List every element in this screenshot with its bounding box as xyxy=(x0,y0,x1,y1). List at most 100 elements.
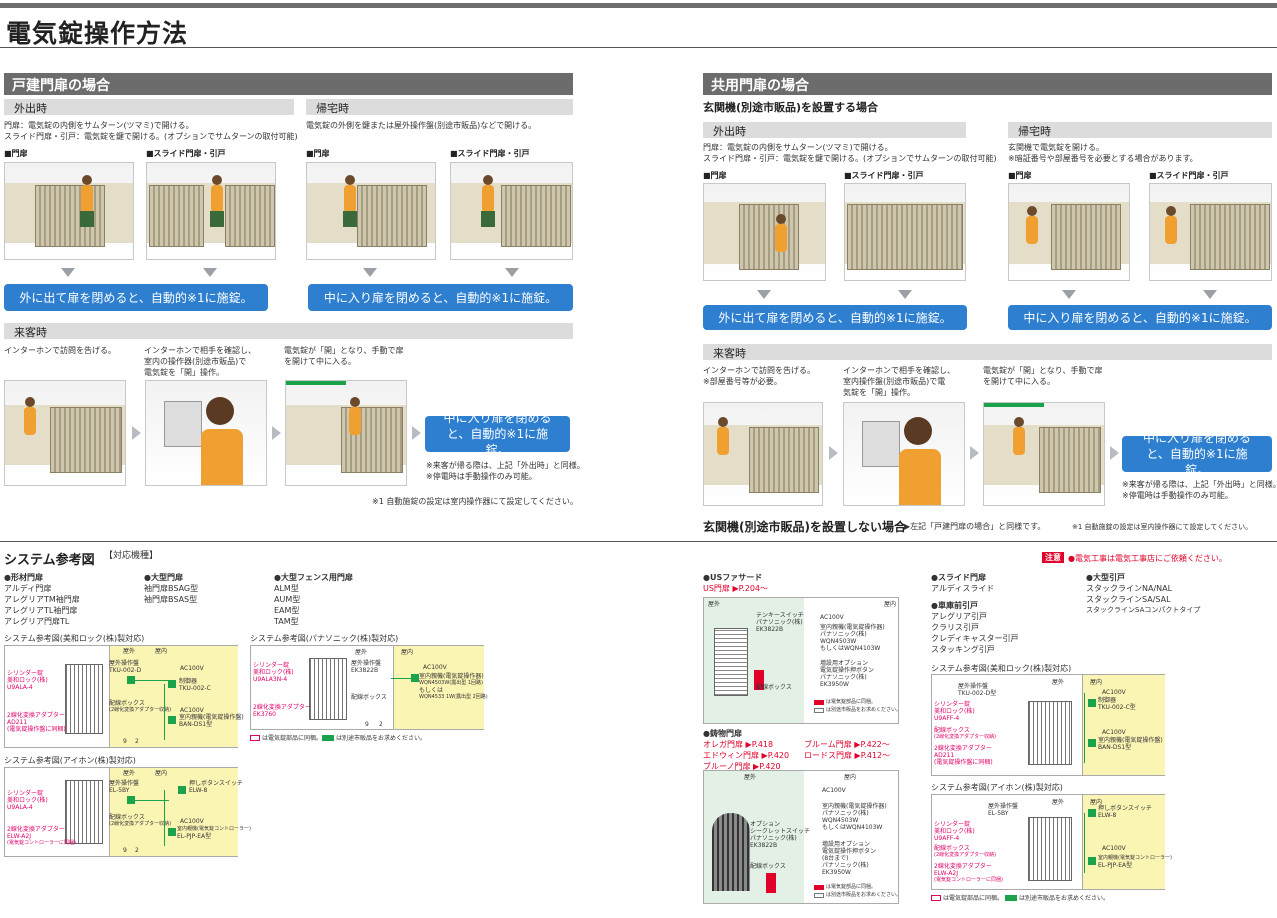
legend-1: は電気錠部品に同梱。 xyxy=(262,735,323,742)
section-shared: 共用門扉の場合 xyxy=(703,73,1272,95)
caption-slide: ■スライド門扉・引戸 xyxy=(450,149,530,158)
group-large-gate: ●大型門扉 袖門扉BSAG型 袖門扉BSAS型 xyxy=(144,573,199,604)
result-home-detached: 中に入り扉を閉めると、自動的※1に施錠。 xyxy=(308,284,573,311)
visitor-note-1: ※来客が帰る際は、上記「外出時」と同様。 xyxy=(426,461,585,470)
group-profile-gate: ●形材門扉 アルディ門扉 アレグリアTM袖門扉 アレグリアTL袖門扉 アレグリア… xyxy=(4,573,80,626)
arrow-down-icon xyxy=(505,268,519,277)
divider xyxy=(0,541,1277,542)
arrow-down-icon xyxy=(203,268,217,277)
caption-slide: ■スライド門扉・引戸 xyxy=(1149,171,1229,180)
label-out-shared: 外出時 xyxy=(703,122,966,138)
desc-out-shared-2: スライド門扉・引戸：電気錠を鍵で開ける。(オプションでサムターンの取付可能) xyxy=(703,154,997,163)
caption-gate: ■門扉 xyxy=(4,149,28,158)
caption-slide: ■スライド門扉・引戸 xyxy=(146,149,226,158)
diagram-us-facade: 屋外 屋内 テンキースイッチ パナソニック(株) EK3822B AC100V … xyxy=(703,597,901,724)
diagram-panasonic: 屋外 屋内 シリンダー錠 美和ロック(株) U9ALA3N-4 2線化変換アダプ… xyxy=(250,645,488,730)
visitor-shared-2b: 室内操作盤(別途市販品)で電 xyxy=(843,377,946,386)
photo-out-gate xyxy=(4,162,134,260)
arrow-down-icon xyxy=(757,290,771,299)
legend-pink-swatch xyxy=(250,735,260,741)
legend-2: は別途市販品をお求めください。 xyxy=(336,735,427,742)
photo-home-shared-gate xyxy=(1008,183,1130,281)
photo-visitor-2 xyxy=(145,380,267,486)
arrow-down-icon xyxy=(898,290,912,299)
result-out-shared: 外に出て扉を閉めると、自動的※1に施錠。 xyxy=(703,305,967,330)
caption-slide: ■スライド門扉・引戸 xyxy=(844,171,924,180)
desc-home-shared-2: ※暗証番号や部屋番号を必要とする場合があります。 xyxy=(1008,154,1198,163)
photo-home-slide xyxy=(450,162,573,260)
label-home-shared: 帰宅時 xyxy=(1008,122,1272,138)
photo-visitor-shared-2 xyxy=(843,402,965,506)
page-title: 電気錠操作方法 xyxy=(6,19,189,48)
caution-tag: 注意 xyxy=(1042,552,1064,563)
visitor-shared-2a: インターホンで相手を確認し、 xyxy=(843,366,955,375)
photo-out-slide xyxy=(146,162,276,260)
desc-home: 電気錠の外側を鍵または屋外操作盤(別途市販品)などで開ける。 xyxy=(306,121,537,130)
photo-out-shared-slide xyxy=(844,183,966,281)
desc-out-shared-1: 門扉：電気錠の内側をサムターン(ツマミ)で開ける。 xyxy=(703,143,893,152)
visitor-shared-1b: ※部屋番号等が必要。 xyxy=(703,377,782,386)
visitor-step-2c: 電気錠を「開」操作。 xyxy=(144,368,224,377)
arrow-right-icon xyxy=(829,446,838,460)
label-home-detached: 帰宅時 xyxy=(306,99,573,115)
diagram-title-aiphone-r: システム参考図(アイホン(株)製対応) xyxy=(931,783,1063,792)
desc-out-1: 門扉：電気錠の内側をサムターン(ツマミ)で開ける。 xyxy=(4,121,194,130)
visitor-shared-note-1: ※来客が帰る際は、上記「外出時」と同様。 xyxy=(1122,480,1277,489)
caution-text: ●電気工事は電気工事店にご依頼ください。 xyxy=(1068,554,1227,563)
photo-visitor-shared-3 xyxy=(983,402,1105,506)
diagram-title-miwa: システム参考図(美和ロック(株)製対応) xyxy=(4,634,145,643)
group-cast-gate-2: ブルーム門扉 ▶P.422〜 ロードス門扉 ▶P.412〜 xyxy=(804,740,891,760)
visitor-step-3b: を開けて中に入る。 xyxy=(284,357,356,366)
label-visitor-detached: 来客時 xyxy=(4,323,573,339)
desc-home-shared-1: 玄関機で電気錠を開ける。 xyxy=(1008,143,1104,152)
arrow-right-icon xyxy=(272,426,281,440)
legend-green-swatch xyxy=(322,735,334,741)
visitor-step-2a: インターホンで相手を確認し、 xyxy=(144,346,256,355)
label-visitor-shared: 来客時 xyxy=(703,344,1272,360)
arrow-right-icon xyxy=(1110,446,1119,460)
group-slide-gate: ●スライド門扉 アルディスライド xyxy=(931,573,995,593)
group-large-slide: ●大型引戸 スタックラインNA/NAL スタックラインSA/SAL スタックライ… xyxy=(1086,573,1201,614)
legend-2-r: は別途市販品をお求めください。 xyxy=(1019,895,1110,902)
photo-home-gate xyxy=(306,162,436,260)
arrow-right-icon xyxy=(970,446,979,460)
arrow-down-icon xyxy=(1203,290,1217,299)
title-rule xyxy=(0,47,1277,48)
top-rule xyxy=(0,3,1277,8)
diagram-miwa: 屋外 屋内 シリンダー錠 美和ロック(株) U9ALA-4 2線化変換アダプター… xyxy=(4,645,244,748)
legend-1-r: は電気錠部品に同梱。 xyxy=(943,895,1004,902)
desc-out-2: スライド門扉・引戸：電気錠を鍵で開ける。(オプションでサムターンの取付可能) xyxy=(4,132,298,141)
result-visitor-detached: 中に入り扉を閉めると、自動的※1に施錠。 xyxy=(425,411,570,457)
diagram-aiphone-slide: 屋外 屋内 屋外操作盤 EL-5BY シリンダー錠 美和ロック(株) U9AFF… xyxy=(931,794,1172,890)
caption-gate: ■門扉 xyxy=(1008,171,1032,180)
footnote-right: ※1 自動施錠の設定は室内操作器にて設定してください。 xyxy=(1072,523,1253,531)
group-garage-slide: ●車庫前引戸 アレグリア引戸 クラリス引戸 クレディキャスター引戸 スタッキング… xyxy=(931,601,1019,654)
footnote-left: ※1 自動施錠の設定は室内操作器にて設定してください。 xyxy=(372,497,578,506)
photo-home-shared-slide xyxy=(1149,183,1272,281)
arrow-right-icon xyxy=(412,426,421,440)
photo-visitor-3 xyxy=(285,380,407,486)
visitor-shared-3a: 電気錠が「開」となり、手動で扉 xyxy=(983,366,1103,375)
arrow-down-icon xyxy=(1062,290,1076,299)
legend-green-swatch xyxy=(1005,895,1017,901)
label-out-detached: 外出時 xyxy=(4,99,294,115)
photo-visitor-shared-1 xyxy=(703,402,823,506)
arrow-down-icon xyxy=(61,268,75,277)
system-title: システム参考図 xyxy=(4,553,95,568)
arrow-right-icon xyxy=(132,426,141,440)
legend-pink-swatch xyxy=(931,895,941,901)
group-fence-gate: ●大型フェンス用門扉 ALM型 AUM型 EAM型 TAM型 xyxy=(274,573,353,626)
subsection-with-intercom: 玄関機(別途市販品)を設置する場合 xyxy=(703,101,879,114)
diagram-title-aiphone: システム参考図(アイホン(株)製対応) xyxy=(4,756,136,765)
visitor-step-3a: 電気錠が「開」となり、手動で扉 xyxy=(284,346,404,355)
visitor-shared-1a: インターホンで訪問を告げる。 xyxy=(703,366,815,375)
result-home-shared: 中に入り扉を閉めると、自動的※1に施錠。 xyxy=(1008,305,1272,330)
without-intercom-note: ▶左記「戸建門扉の場合」と同様です。 xyxy=(904,522,1046,531)
photo-out-shared-gate xyxy=(703,183,826,281)
visitor-shared-note-2: ※停電時は手動操作のみ可能。 xyxy=(1122,491,1233,500)
group-us-facade: ●USファサード US門扉 ▶P.204〜 xyxy=(703,573,769,593)
diagram-title-miwa-r: システム参考図(美和ロック(株)製対応) xyxy=(931,664,1072,673)
visitor-shared-2c: 気錠を「開」操作。 xyxy=(843,388,915,397)
diagram-aiphone: 屋外 屋内 シリンダー錠 美和ロック(株) U9ALA-4 2線化変換アダプター… xyxy=(4,767,251,857)
visitor-step-2b: 室内の操作器(別途市販品)で xyxy=(144,357,247,366)
